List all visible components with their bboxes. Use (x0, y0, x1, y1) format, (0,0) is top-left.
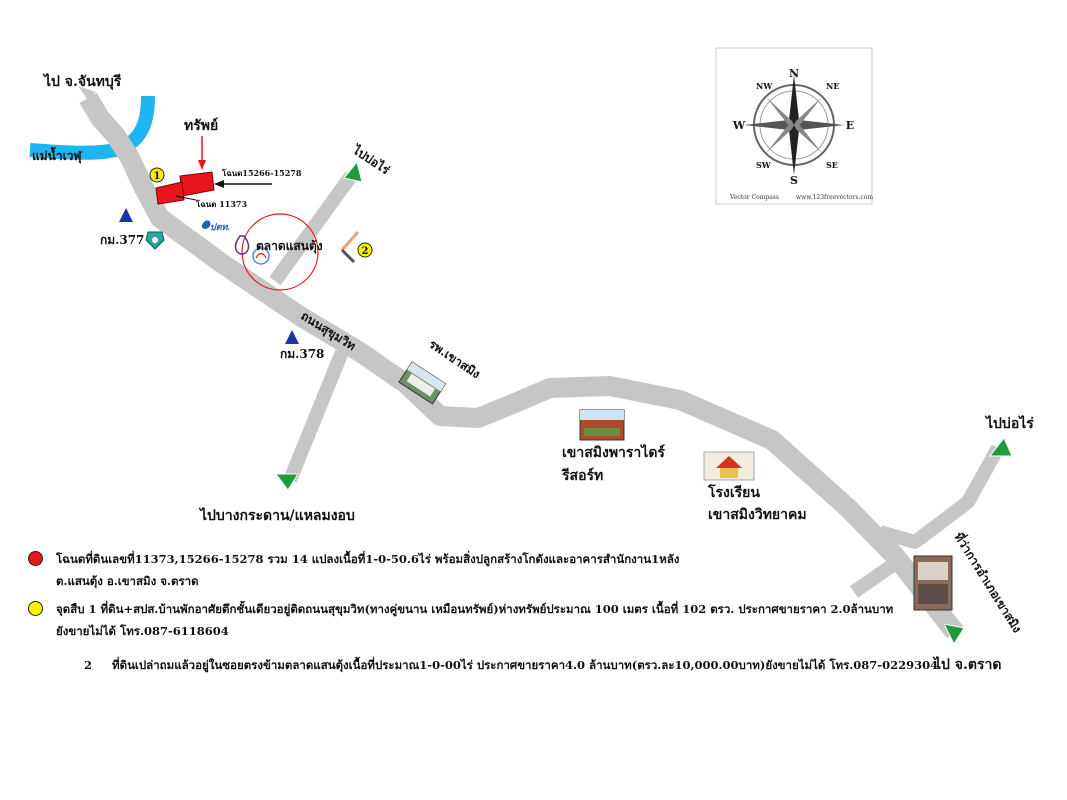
compass-w-label: W (732, 119, 746, 132)
label-km378: กม.378 (280, 347, 324, 361)
comparable-2-lane (340, 231, 360, 251)
label-to-trat: ไป จ.ตราด (932, 655, 1001, 673)
comparable-1-marker-label: 1 (154, 171, 161, 182)
label-resort-line1: เขาสมิงพาราไดร์ (562, 443, 665, 461)
ptt-logo-label: ปตท. (210, 222, 230, 232)
arrow-to-chanthaburi-icon (78, 86, 96, 100)
property-parcel-11373 (155, 181, 185, 205)
compass-sw-label: SW (756, 160, 772, 170)
label-to-chanthaburi: ไป จ.จันทบุรี (42, 72, 122, 90)
km-378-marker-icon (285, 330, 299, 344)
legend-comparable-1-line1: จุดสืบ 1 ที่ดิน+สปส.บ้านพักอาศัยตึกชั้นเ… (56, 602, 894, 616)
legend-property-line1: โฉนดที่ดินเลขที่11373,15266-15278 รวม 14… (56, 552, 680, 566)
legend: โฉนดที่ดินเลขที่11373,15266-15278 รวม 14… (28, 548, 1038, 676)
label-deed-11373: โฉนด 11373 (195, 199, 247, 209)
comparable-2-marker (357, 242, 373, 258)
legend-yellow-dot-icon (28, 601, 43, 616)
label-market: ตลาดแสนตุ้ง (256, 239, 323, 254)
label-km377: กม.377 (100, 233, 144, 247)
deed-11373-pointer-line (175, 195, 197, 201)
label-property: ทรัพย์ (184, 117, 218, 134)
market-logo-icon (252, 247, 270, 265)
legend-comparable-1-row: จุดสืบ 1 ที่ดิน+สปส.บ้านพักอาศัยตึกชั้นเ… (28, 598, 1038, 642)
label-to-bang-kradan: ไปบางกระดาน/แหลมงอบ (198, 506, 355, 524)
compass-rose: N S W E NW NE SW SE Vector Compass www.1… (715, 47, 873, 205)
legend-red-dot-icon (28, 551, 43, 566)
property-parcel-15266-15278 (179, 171, 215, 197)
km-377-marker-icon (119, 208, 133, 222)
sukhumvit-road (79, 92, 963, 639)
label-resort-line2: รีสอร์ท (561, 467, 604, 484)
arrow-to-bo-rai-top-icon (343, 160, 363, 183)
compass-n-label: N (789, 67, 799, 80)
market-area-circle (241, 213, 319, 291)
label-school-line2: เขาสมิงวิทยาคม (708, 507, 807, 523)
comparable-2-lane-stub (340, 248, 356, 264)
compass-nw-label: NW (756, 81, 773, 91)
compass-caption-left: Vector Compass (729, 194, 779, 201)
gas-station-icon (145, 231, 165, 250)
legend-property-row: โฉนดที่ดินเลขที่11373,15266-15278 รวม 14… (28, 548, 1038, 592)
label-to-bo-rai-right: ไปบ่อไร่ (984, 414, 1034, 432)
label-deed-15266: โฉนด15266-15278 (221, 168, 302, 178)
compass-se-label: SE (826, 160, 838, 170)
compass-caption-right: www.123freevectors.com (796, 194, 873, 201)
legend-comparable-2-number: 2 (84, 658, 93, 672)
comparable-1-marker (149, 167, 165, 183)
arrow-to-bang-kradan-icon (275, 473, 299, 491)
hospital-photo (398, 361, 447, 405)
road-network (79, 92, 1005, 639)
legend-comparable-2-row: 2 ที่ดินเปล่าถมแล้วอยู่ในซอยตรงข้ามตลาดแ… (28, 654, 1038, 676)
deed-15266-arrow-icon (214, 180, 224, 188)
road-to-bo-rai-right (878, 444, 1005, 549)
label-river: แม่น้ำเวฬุ (32, 146, 82, 164)
compass-s-label: S (790, 174, 798, 187)
legend-comparable-2-text: ที่ดินเปล่าถมแล้วอยู่ในซอยตรงข้ามตลาดแสน… (112, 658, 939, 672)
property-pointer-arrow-icon (198, 160, 206, 170)
comparable-2-marker-label: 2 (362, 246, 369, 257)
road-to-bang-kradan (283, 349, 349, 483)
road-to-bo-rai-top (269, 171, 357, 286)
legend-comparable-1-line2: ยังขายไม่ได้ โทร.087-6118604 (56, 624, 229, 638)
property-parcels (155, 171, 215, 205)
bank-logo-icon (234, 235, 250, 255)
compass-e-label: E (846, 119, 854, 132)
school-photo (703, 451, 755, 481)
district-office-photo (913, 555, 953, 611)
compass-ne-label: NE (826, 81, 839, 91)
legend-property-line2: ต.แสนตุ้ง อ.เขาสมิง จ.ตราด (56, 574, 199, 588)
arrow-to-bo-rai-right-icon (988, 437, 1013, 457)
ptt-logo: ปตท. (201, 220, 230, 232)
road-spur-district (850, 554, 904, 598)
resort-photo (579, 409, 625, 441)
arrow-to-trat-icon (943, 623, 965, 646)
label-school-line1: โรงเรียน (707, 483, 760, 501)
label-hospital: รพ.เขาสมิง (426, 337, 483, 381)
